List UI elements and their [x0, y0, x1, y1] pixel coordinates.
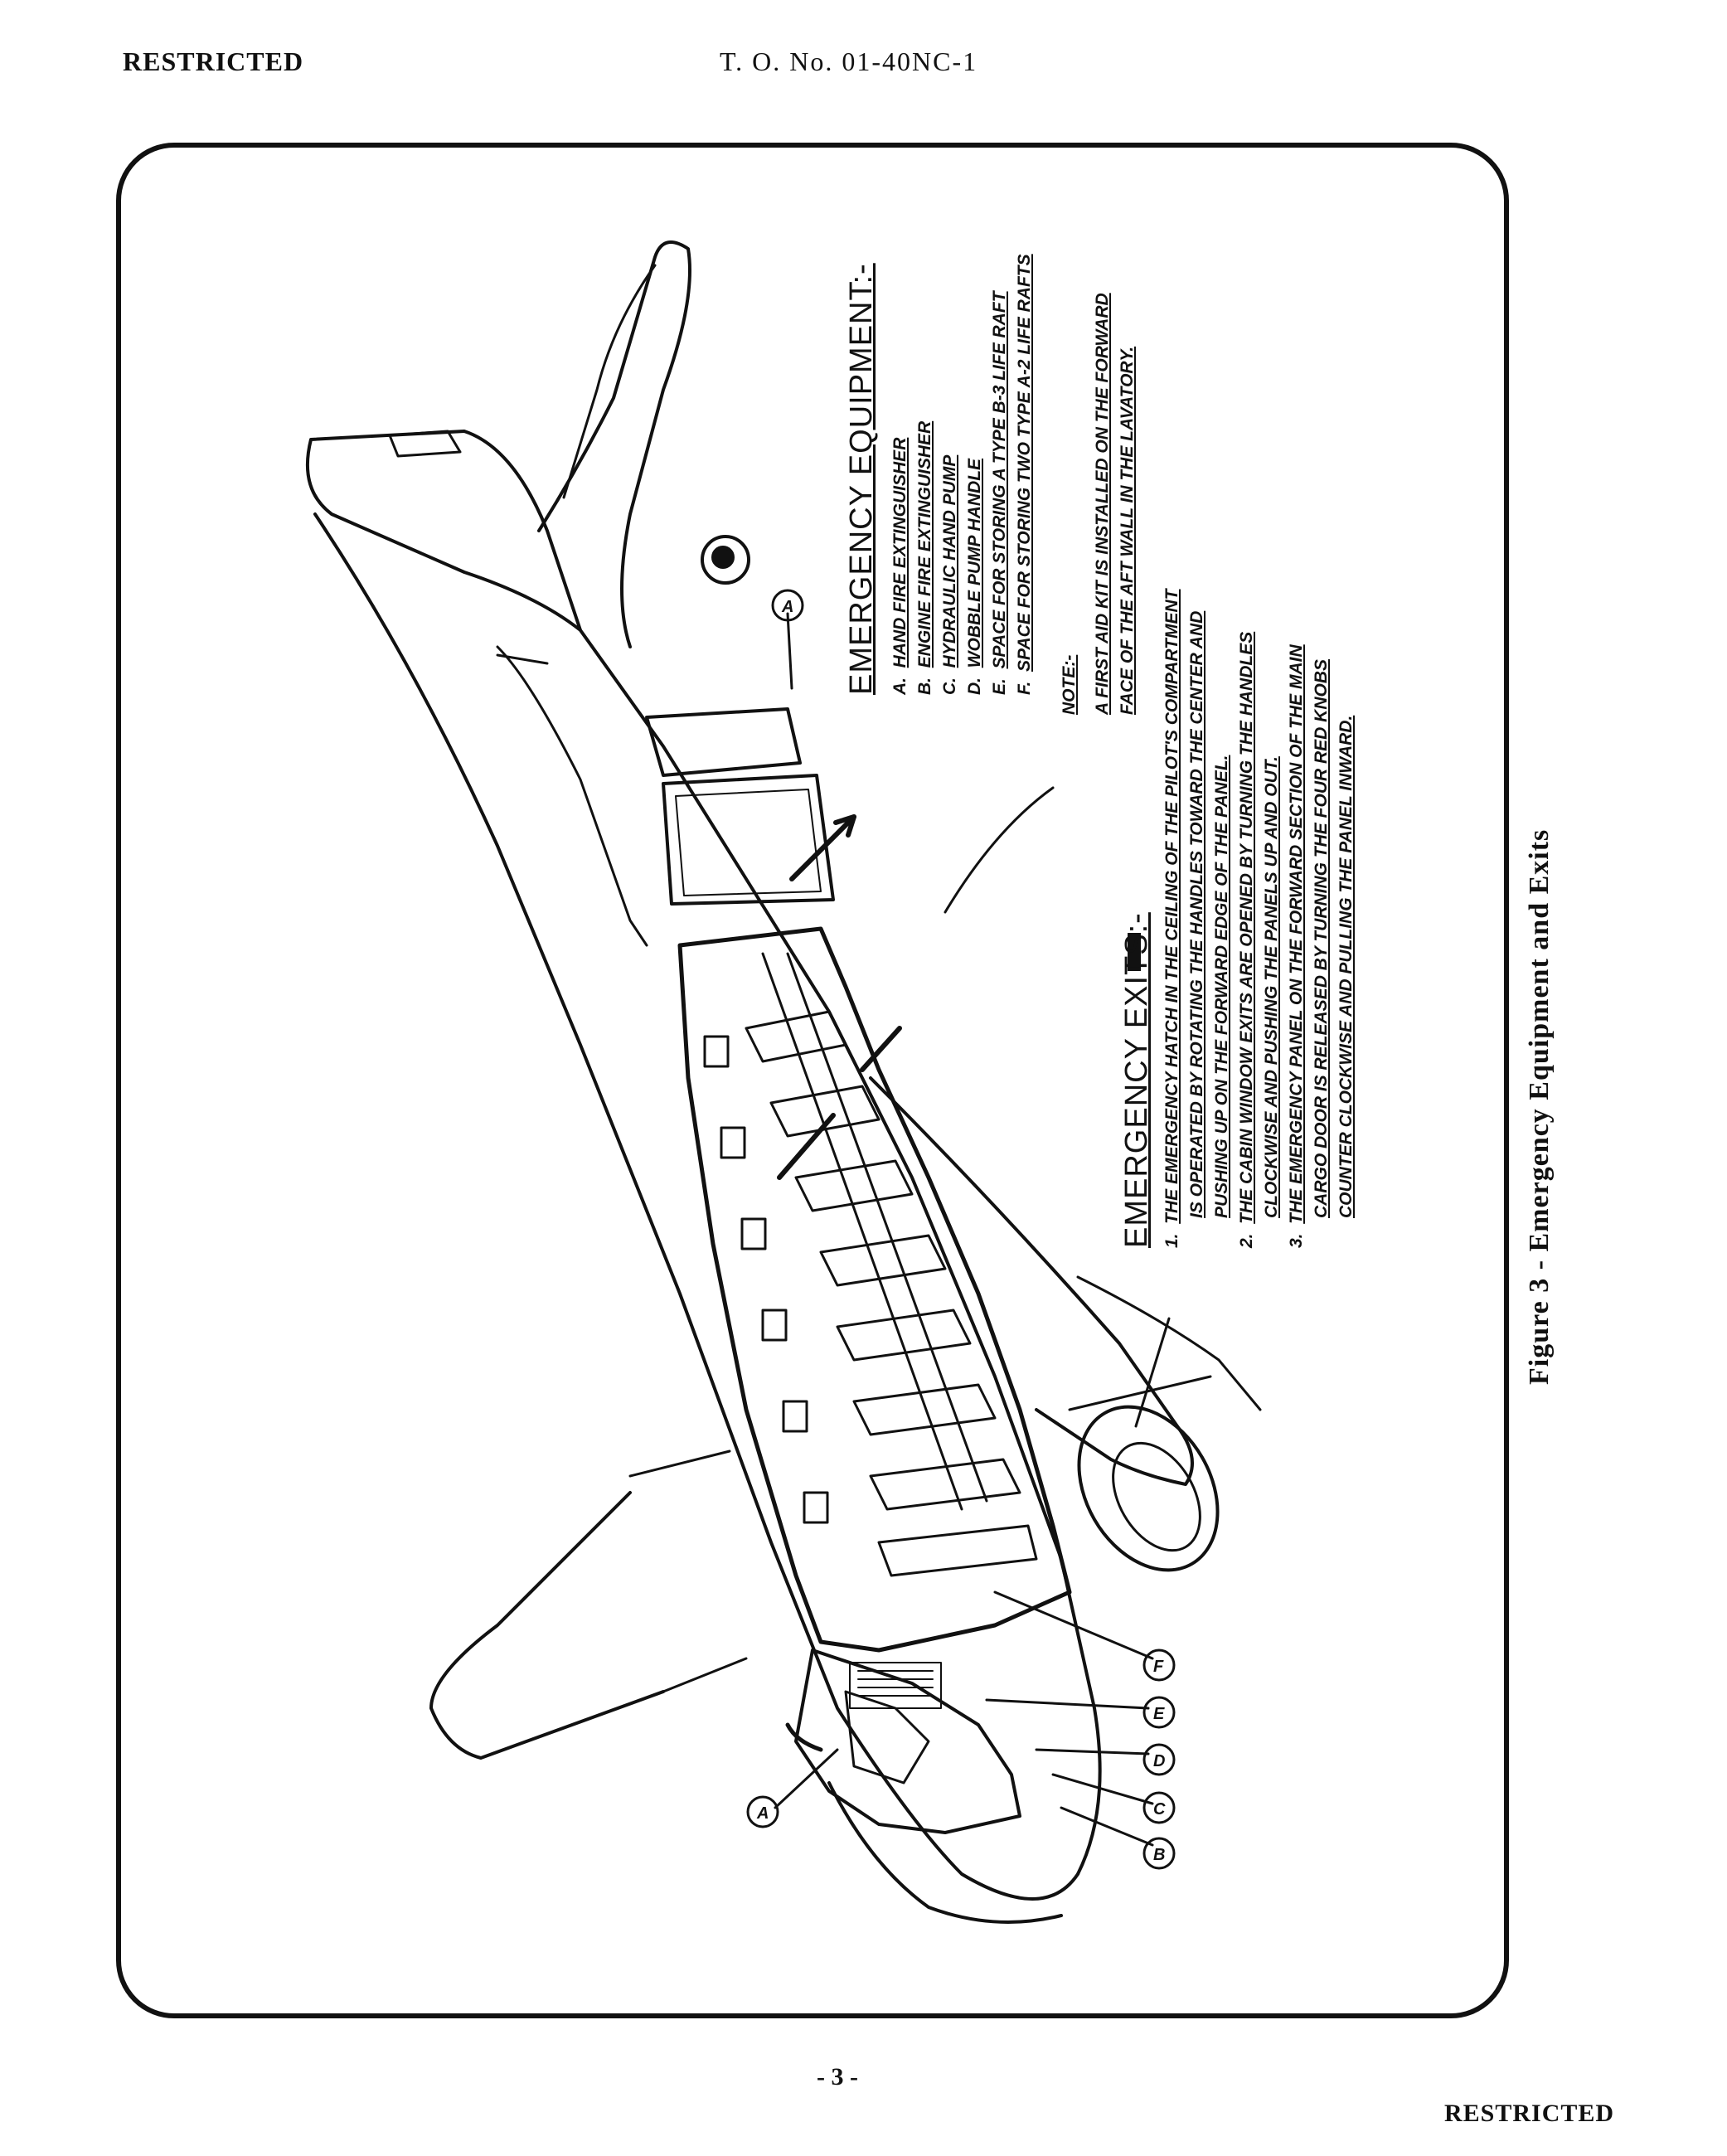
exits-title: EMERGENCY EXITS:- [1119, 912, 1154, 1248]
callout-circles [746, 589, 1176, 1870]
callout-e: E [1153, 1705, 1165, 1723]
cargo-door-inner [675, 789, 822, 896]
equipment-item: D. WOBBLE PUMP HANDLE [965, 458, 984, 695]
equipment-list: A. HAND FIRE EXTINGUISHER B. ENGINE FIRE… [888, 254, 1037, 695]
nose-outline [827, 1781, 1063, 1924]
callout-f: F [1153, 1658, 1164, 1676]
exit-line: CLOCKWISE AND PUSHING THE PANELS UP AND … [1262, 756, 1281, 1218]
callout-c: C [1153, 1800, 1166, 1819]
exits-list: 1. THE EMERGENCY HATCH IN THE CEILING OF… [1160, 590, 1359, 1248]
engine-intake [1112, 1441, 1201, 1552]
exit-line: 2. THE CABIN WINDOW EXITS ARE OPENED BY … [1237, 631, 1256, 1248]
wing-right-trailing [1076, 1275, 1262, 1411]
cargo-door-aft [645, 707, 802, 777]
exits-block: EMERGENCY EXITS:- 1. THE EMERGENCY HATCH… [1119, 590, 1359, 1248]
header-restricted: RESTRICTED [123, 46, 304, 76]
tail-hatch-ring [701, 535, 750, 585]
equipment-title: EMERGENCY EQUIPMENT:- [844, 263, 879, 695]
page-number: - 3 - [817, 2063, 858, 2090]
cockpit-area [794, 1649, 1021, 1834]
exit-line: CARGO DOOR IS RELEASED BY TURNING THE FO… [1312, 659, 1331, 1218]
exit-line: 3. THE EMERGENCY PANEL ON THE FORWARD SE… [1287, 644, 1306, 1248]
callout-d: D [1153, 1752, 1165, 1770]
wing-left-lower [662, 1657, 748, 1693]
callout-b: B [1153, 1846, 1165, 1864]
exit-line: PUSHING UP ON THE FORWARD EDGE OF THE PA… [1212, 755, 1231, 1218]
exits-title-bar [1128, 933, 1141, 971]
tail-detail-line [496, 653, 549, 665]
callout-leaders [774, 612, 1171, 1847]
cabin-floor-line-2 [786, 952, 988, 1503]
equipment-item: C. HYDRAULIC HAND PUMP [940, 454, 959, 695]
equipment-item: F. SPACE FOR STORING TWO TYPE A-2 LIFE R… [1015, 254, 1034, 695]
exit-arrows [777, 814, 902, 1180]
nose-hatch-arrow [785, 1722, 823, 1752]
fuselage-upper-outline [313, 512, 1079, 1901]
tail-fin-rudder [562, 264, 657, 499]
callout-a-tail: A [781, 598, 793, 616]
note-line: A FIRST AID KIT IS INSTALLED ON THE FORW… [1093, 293, 1112, 715]
equipment-item: E. SPACE FOR STORING A TYPE B-3 LIFE RAF… [990, 291, 1009, 695]
callout-a-nose: A [756, 1804, 769, 1823]
figure-caption: Figure 3 - Emergency Equipment and Exits [1524, 828, 1555, 1385]
tail-stabilizer-detail [388, 430, 462, 458]
cabin-floor-line [761, 952, 963, 1511]
tail-fin [537, 240, 691, 648]
exit-line: IS OPERATED BY ROTATING THE HANDLES TOWA… [1187, 610, 1206, 1218]
engine-nacelle [1077, 1405, 1220, 1572]
tail-stabilizer-upper [305, 430, 582, 632]
exit-line: 1. THE EMERGENCY HATCH IN THE CEILING OF… [1162, 589, 1181, 1248]
figure-frame [116, 143, 1509, 2018]
cabin-cutaway-outline [677, 926, 1072, 1653]
cargo-door-panel [662, 774, 835, 906]
equipment-item: B. ENGINE FIRE EXTINGUISHER [915, 420, 934, 695]
life-raft-storage [849, 1662, 942, 1709]
note-title: NOTE:- [1060, 654, 1079, 715]
engine-cowl-line [1068, 1375, 1212, 1411]
cockpit-equipment [844, 1690, 930, 1785]
header-document-number: T. O. No. 01-40NC-1 [720, 46, 978, 76]
equipment-legend: EMERGENCY EQUIPMENT:- A. HAND FIRE EXTIN… [844, 254, 1037, 695]
exit-line: COUNTER CLOCKWISE AND PULLING THE PANEL … [1336, 715, 1356, 1218]
wing-left [429, 1491, 665, 1760]
footer-restricted: RESTRICTED [1444, 2100, 1615, 2127]
fuselage-lower-outline [579, 629, 1102, 1876]
cabin-windows [703, 1035, 829, 1524]
wing-left-detail [628, 1449, 731, 1478]
tail-hatch-inner [711, 546, 735, 569]
equipment-item: A. HAND FIRE EXTINGUISHER [890, 437, 910, 695]
